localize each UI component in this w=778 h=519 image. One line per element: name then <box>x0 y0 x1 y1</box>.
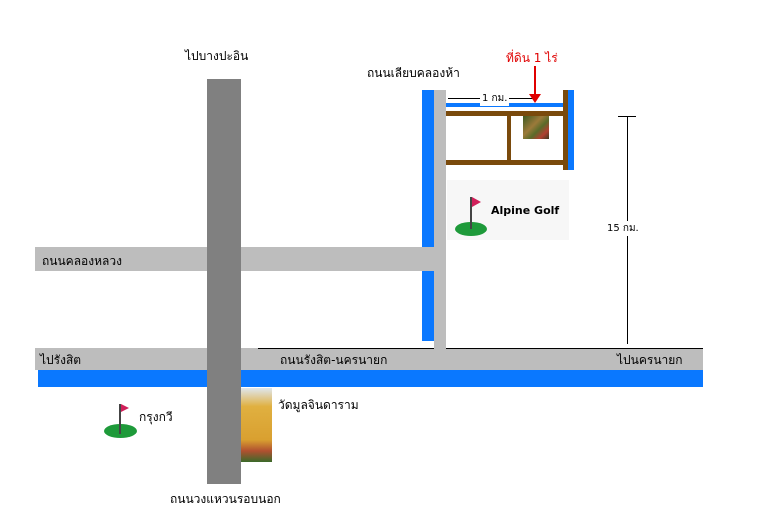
khlong-ha-road <box>434 90 446 350</box>
alpine-golf-box: Alpine Golf <box>447 180 569 240</box>
scale-tick-top <box>618 116 636 117</box>
land-border-mid <box>507 111 511 163</box>
canal-khlong-ha-lower <box>422 271 434 341</box>
krungkavi-label: กรุงกวี <box>139 410 173 424</box>
khlong-luang-road-label: ถนนคลองหลวง <box>42 254 122 268</box>
canal-khlong-ha <box>422 90 434 247</box>
alpine-golf-label: Alpine Golf <box>491 204 560 217</box>
arrow-head <box>529 94 541 103</box>
rangsit-nakhon-nayok-road <box>35 348 703 370</box>
outer-ring-road-label: ถนนวงแหวนรอบนอก <box>170 492 281 506</box>
khlong-ha-road-label: ถนนเลียบคลองห้า <box>367 66 460 80</box>
to-rangsit-label: ไปรังสิต <box>40 353 82 367</box>
road-edge-line <box>258 348 703 349</box>
one-km-label: 1 กม. <box>480 91 510 106</box>
canal-bottom <box>38 370 703 387</box>
rangsit-nakhon-nayok-label: ถนนรังสิต-นครนายก <box>280 353 388 367</box>
land-border-right <box>563 90 568 170</box>
to-bang-pa-in-label: ไปบางปะอิน <box>185 49 249 63</box>
land-photo <box>523 116 549 139</box>
golf-flag-icon <box>451 194 491 238</box>
wat-photo <box>241 388 272 462</box>
canal-right <box>568 90 574 170</box>
land-label: ที่ดิน 1 ไร่ <box>506 51 558 65</box>
fifteen-km-label: 15 กม. <box>607 221 639 236</box>
wat-label: วัดมูลจินดาราม <box>278 398 359 412</box>
outer-ring-road <box>207 79 241 484</box>
arrow-down-icon <box>534 66 536 96</box>
golf-flag-icon <box>104 402 140 440</box>
to-nakhon-nayok-label: ไปนครนายก <box>617 353 683 367</box>
